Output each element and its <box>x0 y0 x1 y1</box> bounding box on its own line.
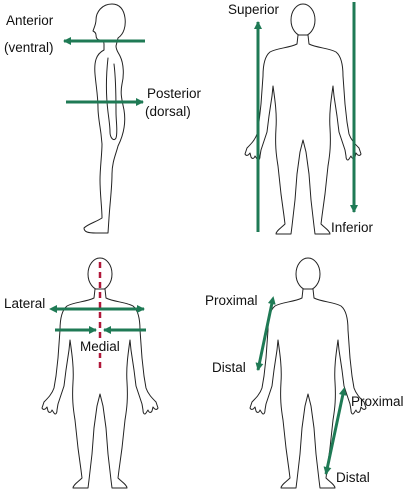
label-inferior: Inferior <box>331 220 374 235</box>
panel-lateral-medial: Lateral Medial <box>4 257 159 489</box>
label-arm-distal: Distal <box>212 360 246 375</box>
label-leg-proximal: Proximal <box>351 394 404 409</box>
label-anterior: Anterior <box>6 13 54 28</box>
panel-anterior-posterior: Anterior (ventral) Posterior (dorsal) <box>4 3 202 234</box>
label-leg-distal: Distal <box>336 470 370 485</box>
label-ventral: (ventral) <box>4 40 54 55</box>
label-dorsal: (dorsal) <box>145 104 191 119</box>
side-view-figure <box>83 3 126 234</box>
panel-proximal-distal: Proximal Distal Proximal Distal <box>205 257 404 489</box>
leg-proximal-distal-arrow <box>323 387 347 475</box>
label-medial: Medial <box>80 339 120 354</box>
front-view-figure-bottom-right <box>249 257 367 489</box>
front-view-figure-top-right <box>244 3 362 235</box>
label-arm-proximal: Proximal <box>205 293 258 308</box>
label-superior: Superior <box>228 2 280 17</box>
label-posterior: Posterior <box>147 86 202 101</box>
label-lateral: Lateral <box>4 296 45 311</box>
arm-proximal-distal-arrow <box>255 296 276 371</box>
panel-superior-inferior: Superior Inferior <box>228 2 374 235</box>
medial-label-backdrop <box>78 338 124 353</box>
